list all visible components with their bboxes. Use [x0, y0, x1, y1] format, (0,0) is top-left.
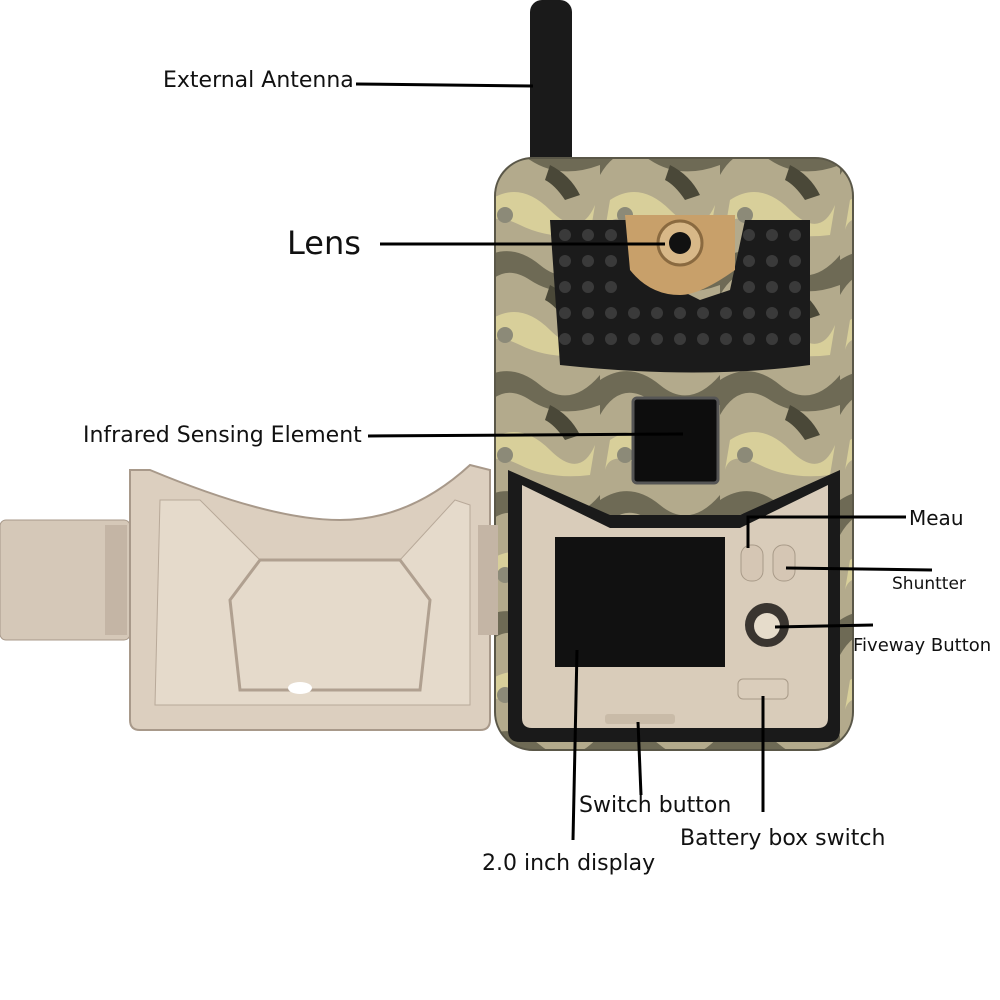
ir-led	[743, 229, 755, 241]
battery-door	[0, 463, 498, 731]
ir-led	[582, 255, 594, 267]
label-external-antenna: External Antenna	[163, 68, 354, 93]
ir-led	[789, 307, 801, 319]
leader-lines	[355, 82, 933, 841]
label-lens: Lens	[287, 224, 361, 262]
ir-led	[697, 307, 709, 319]
ir-led	[559, 307, 571, 319]
ir-led	[605, 255, 617, 267]
ir-led	[743, 307, 755, 319]
ir-led	[628, 307, 640, 319]
ir-led	[651, 333, 663, 345]
fiveway-button[interactable]	[754, 613, 780, 639]
label-switch-button: Switch button	[579, 793, 732, 818]
shutter-button[interactable]	[772, 544, 796, 582]
ir-led	[559, 229, 571, 241]
ir-led	[605, 307, 617, 319]
ir-led	[674, 333, 686, 345]
ir-led	[605, 281, 617, 293]
ir-led	[605, 229, 617, 241]
ir-led	[559, 255, 571, 267]
ir-led	[582, 281, 594, 293]
ir-led	[743, 255, 755, 267]
ir-led	[559, 281, 571, 293]
ir-led	[743, 281, 755, 293]
ir-led-dots	[559, 229, 801, 345]
ir-led	[766, 307, 778, 319]
ir-led	[789, 333, 801, 345]
antenna	[530, 0, 572, 175]
ir-led	[766, 255, 778, 267]
ir-led	[582, 333, 594, 345]
ir-led	[697, 333, 709, 345]
ir-led	[582, 307, 594, 319]
label-fiveway-button: Fiveway Button	[853, 635, 992, 656]
ir-led	[628, 333, 640, 345]
ir-led	[674, 307, 686, 319]
lcd-display	[555, 537, 725, 667]
ir-led	[789, 281, 801, 293]
ir-led	[720, 307, 732, 319]
ir-led	[789, 229, 801, 241]
ir-led	[766, 333, 778, 345]
ir-led	[720, 333, 732, 345]
infrared-sensor	[631, 396, 720, 485]
ir-led	[766, 281, 778, 293]
lens-glass	[669, 232, 691, 254]
ir-led	[582, 229, 594, 241]
ir-led	[789, 255, 801, 267]
ir-led	[559, 333, 571, 345]
ir-led	[651, 307, 663, 319]
label-shutter: Shuntter	[892, 574, 966, 594]
ir-led	[605, 333, 617, 345]
menu-button[interactable]	[740, 544, 764, 582]
switch-button[interactable]	[605, 714, 675, 724]
label-infrared-sensing-element: Infrared Sensing Element	[83, 423, 362, 448]
ir-led	[743, 333, 755, 345]
label-display: 2.0 inch display	[482, 851, 656, 876]
ir-led	[766, 229, 778, 241]
label-battery-box-switch: Battery box switch	[680, 826, 886, 851]
label-menu: Meau	[909, 506, 964, 530]
